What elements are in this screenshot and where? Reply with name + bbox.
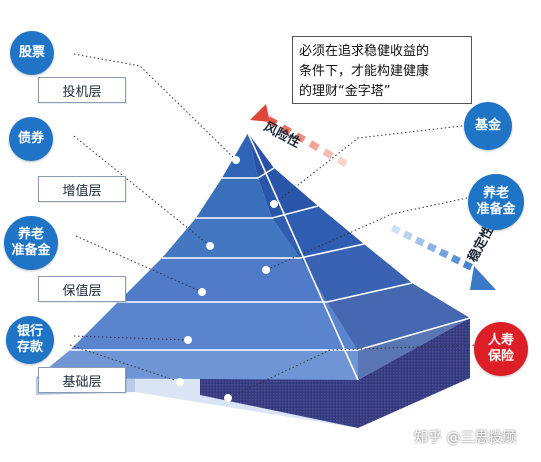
tier-edges [70, 132, 471, 381]
base-layer-box: 基础层 [38, 367, 126, 393]
tier-base-right [358, 318, 470, 380]
growth-layer-box: 增值层 [38, 176, 126, 202]
preservation-layer-box: 保值层 [38, 276, 126, 302]
tier-pension-right [300, 244, 412, 302]
tier-bond-front [196, 178, 272, 218]
note-line-2: 条件下，才能构建健康 [299, 64, 430, 79]
note-line-1: 必须在追求稳健收益的 [299, 44, 430, 59]
pyramid-base-front-dark [200, 372, 358, 428]
tier-preservation-right [327, 283, 470, 350]
bonds-badge: 债券 [9, 117, 53, 161]
watermark: 知乎 @三思投顾 [414, 430, 517, 446]
tier-preservation-front [70, 302, 358, 350]
note-box: 必须在追求稳健收益的 条件下，才能构建健康 的理财“金字塔” [292, 36, 472, 104]
tier-markers [176, 156, 278, 402]
deposits-badge: 银行 存款 [6, 316, 54, 364]
funds-badge: 基金 [464, 102, 512, 150]
tier-pension-front [118, 258, 327, 302]
pension-badge-left: 养老 准备金 [4, 216, 58, 270]
insurance-badge: 人寿 保险 [474, 322, 528, 376]
tier-growth-right [272, 206, 364, 258]
risk-arrow [250, 104, 348, 167]
speculative-layer-box: 投机层 [38, 77, 126, 103]
note-line-3: 的理财“金字塔” [299, 84, 391, 99]
tier-top-front [222, 133, 258, 178]
stability-arrow [390, 224, 496, 290]
pyramid-base-right [358, 318, 470, 428]
pension-badge-right: 养老 准备金 [468, 174, 524, 230]
tier-top-right [248, 133, 274, 178]
tier-growth-front [162, 218, 300, 258]
leader-lines [69, 53, 479, 399]
stocks-badge: 股票 [10, 31, 54, 75]
